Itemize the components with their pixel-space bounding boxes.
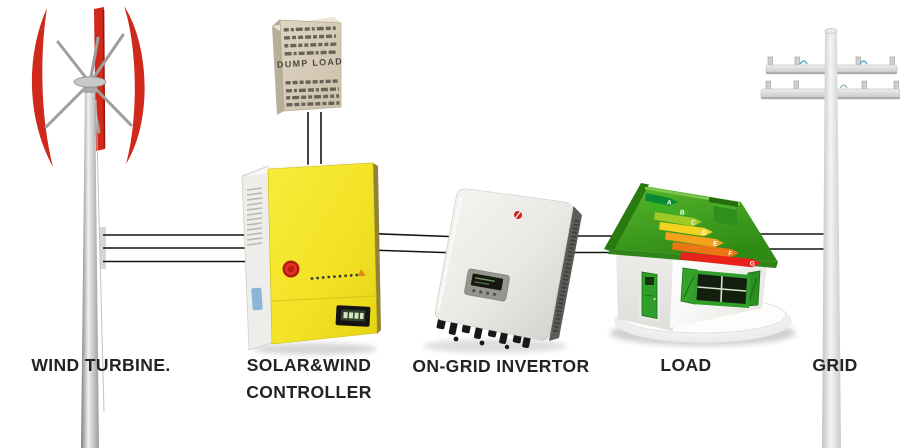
energy-arrow-b bbox=[649, 202, 691, 217]
insulator-hook-blue-1 bbox=[799, 60, 808, 65]
inverter-label: ON-GRID INVERTOR bbox=[412, 356, 590, 376]
roof-gable-trim bbox=[604, 183, 649, 252]
turbine-guy-wire bbox=[95, 99, 105, 413]
dump-load-vent-rows bbox=[283, 26, 340, 107]
house-chimney bbox=[709, 197, 738, 226]
turbine-mast bbox=[81, 88, 99, 448]
controller-graphic bbox=[241, 161, 381, 355]
energy-rating-arrows: A B C D E F G bbox=[645, 193, 761, 268]
inverter-display-panel bbox=[464, 268, 510, 302]
turbine-center-blade-edge bbox=[102, 9, 106, 149]
grid-pole-mast bbox=[822, 31, 841, 448]
grid-label: GRID bbox=[812, 355, 858, 375]
controller-led-row bbox=[310, 273, 359, 280]
grid-pole-cap bbox=[824, 28, 838, 34]
turbine-hub bbox=[73, 76, 107, 88]
insulator-hook-blue-2 bbox=[859, 60, 868, 65]
dump-load-box bbox=[272, 17, 342, 115]
insulator-hook-3 bbox=[839, 84, 848, 89]
wire-controller-inverter-2 bbox=[369, 249, 459, 254]
controller-shadow bbox=[253, 343, 377, 355]
energy-letter-g: G bbox=[749, 260, 755, 268]
house-door bbox=[639, 269, 660, 321]
wiring bbox=[100, 112, 832, 269]
turbine-left-blade bbox=[31, 8, 53, 167]
controller-label-line2: CONTROLLER bbox=[246, 382, 372, 402]
controller-right-edge bbox=[373, 163, 381, 334]
energy-letter-d: D bbox=[701, 229, 707, 237]
emergency-stop-button-center bbox=[287, 265, 295, 273]
energy-arrow-d bbox=[659, 222, 713, 237]
turbine-right-blade bbox=[124, 6, 145, 164]
load-label: LOAD bbox=[660, 355, 712, 375]
controller-lcd-display bbox=[335, 305, 371, 327]
energy-letter-b: B bbox=[679, 209, 685, 217]
turbine-spokes bbox=[44, 33, 133, 134]
wire-controller-inverter-1 bbox=[369, 232, 463, 238]
inverter-fin-lines bbox=[552, 219, 580, 334]
energy-letter-f: F bbox=[728, 250, 733, 258]
energy-arrow-f bbox=[672, 242, 739, 258]
controller-seam-line bbox=[271, 295, 378, 302]
controller-front-panel bbox=[267, 162, 378, 345]
energy-arrow-g bbox=[680, 252, 761, 268]
energy-arrow-e bbox=[665, 232, 724, 248]
load-house-graphic: A B C D E F G bbox=[604, 183, 796, 346]
door-knob bbox=[653, 298, 656, 300]
wind-turbine-graphic bbox=[31, 6, 145, 448]
controller-label-line1: SOLAR&WIND bbox=[246, 355, 372, 375]
energy-arrow-c bbox=[654, 212, 702, 227]
energy-letter-c: C bbox=[690, 219, 696, 227]
grid-pole-graphic bbox=[760, 28, 900, 448]
controller-label: SOLAR&WIND CONTROLLER bbox=[246, 352, 372, 406]
inverter-graphic bbox=[423, 188, 582, 353]
inverter-logo-slash bbox=[515, 211, 521, 219]
door-glass-pane bbox=[645, 277, 654, 285]
inverter-body bbox=[434, 188, 574, 341]
energy-letter-a: A bbox=[666, 199, 672, 207]
energy-letter-e: E bbox=[713, 240, 719, 248]
controller-side-sticker bbox=[251, 287, 263, 311]
controller-warning-mark bbox=[358, 269, 366, 276]
wind-turbine-label: WIND TURBINE. bbox=[31, 355, 171, 375]
house-window bbox=[680, 267, 761, 308]
controller-vent-slats bbox=[246, 187, 263, 246]
energy-arrow-a bbox=[645, 193, 678, 207]
inverter-shadow bbox=[423, 339, 567, 353]
inverter-body-highlight bbox=[436, 196, 463, 312]
